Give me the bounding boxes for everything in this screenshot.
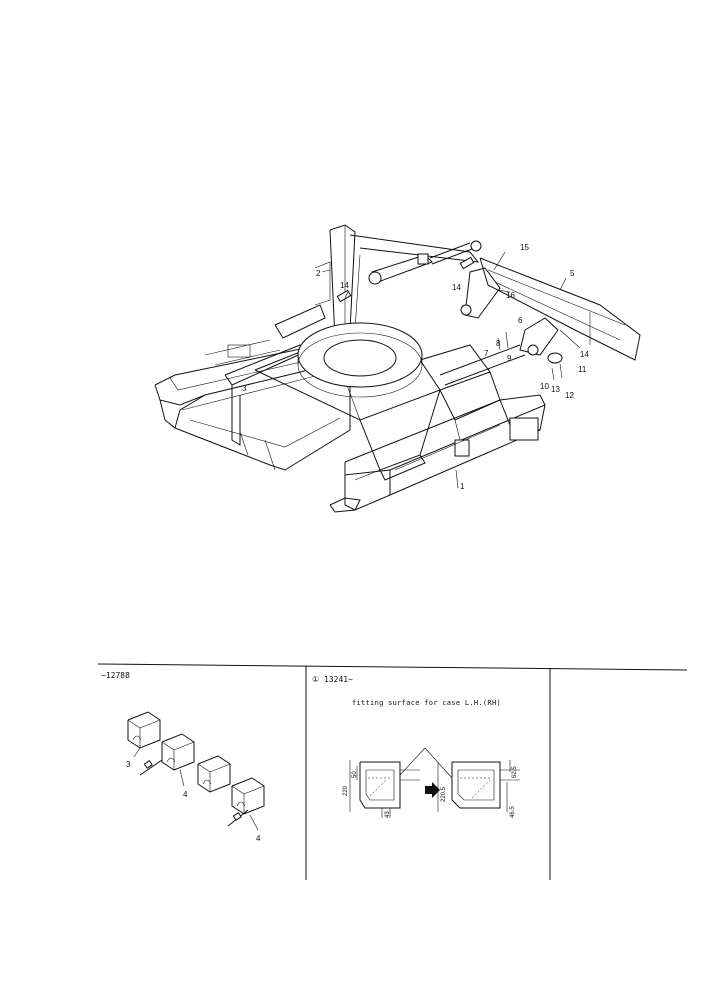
left-callout-3: 3 <box>126 760 131 769</box>
shim-block-4 <box>231 777 265 815</box>
left-callout-4-upper: 4 <box>183 790 188 799</box>
callout-7: 7 <box>484 349 489 358</box>
detail-panels <box>97 663 688 880</box>
bolt-2 <box>227 809 249 827</box>
left-callout-4-lower: 4 <box>256 834 261 843</box>
dim-220: 220 <box>343 785 349 796</box>
left-detail-panel: ~12788 <box>101 671 265 843</box>
dozer-blade <box>479 257 641 361</box>
callout-1: 1 <box>460 482 465 491</box>
dim-43: 43 <box>385 811 391 818</box>
callout-9: 9 <box>507 354 512 363</box>
callout-3: 3 <box>242 384 247 393</box>
callout-14-left: 14 <box>340 281 349 290</box>
blade-arms <box>439 267 563 386</box>
callout-10: 10 <box>540 382 549 391</box>
callout-11: 11 <box>578 365 587 374</box>
dim-46-5: 46.5 <box>510 806 516 818</box>
left-blade-support <box>274 224 480 341</box>
callout-14-middle: 14 <box>452 283 461 292</box>
shim-block-2 <box>161 733 195 771</box>
dim-220-5: 220.5 <box>441 786 447 802</box>
direction-arrow-icon <box>425 782 440 798</box>
callout-2: 2 <box>316 269 321 278</box>
callout-13: 13 <box>551 385 560 394</box>
middle-panel-header: ① 13241~ <box>312 675 353 684</box>
callout-16: 16 <box>506 291 515 300</box>
bolt-1 <box>139 759 163 776</box>
callout-6: 6 <box>518 316 523 325</box>
undercarriage-frame-drawing: 1 2 3 5 6 7 8 9 10 11 12 13 14 14 14 15 … <box>154 224 641 513</box>
shim-block-1 <box>127 711 161 749</box>
leader-lines <box>321 251 581 489</box>
dim-62-5: 62.5 <box>512 766 518 778</box>
swing-bearing-ring <box>297 322 423 398</box>
callout-14-right: 14 <box>580 350 589 359</box>
callout-8: 8 <box>496 339 501 348</box>
middle-detail-panel: ① 13241~ fitting surface for case L.H.(R… <box>312 675 520 818</box>
callout-15: 15 <box>520 243 529 252</box>
dim-50: 50 <box>352 771 358 778</box>
left-section-view <box>349 760 420 818</box>
shim-block-3 <box>197 755 231 793</box>
callout-5: 5 <box>570 269 575 278</box>
left-panel-header: ~12788 <box>101 671 130 680</box>
callout-12: 12 <box>565 391 574 400</box>
blade-cylinder <box>368 240 482 285</box>
right-section-view <box>437 760 520 812</box>
right-track-frame <box>329 394 546 513</box>
fitting-surface-caption: fitting surface for case L.H.(RH) <box>352 699 501 707</box>
